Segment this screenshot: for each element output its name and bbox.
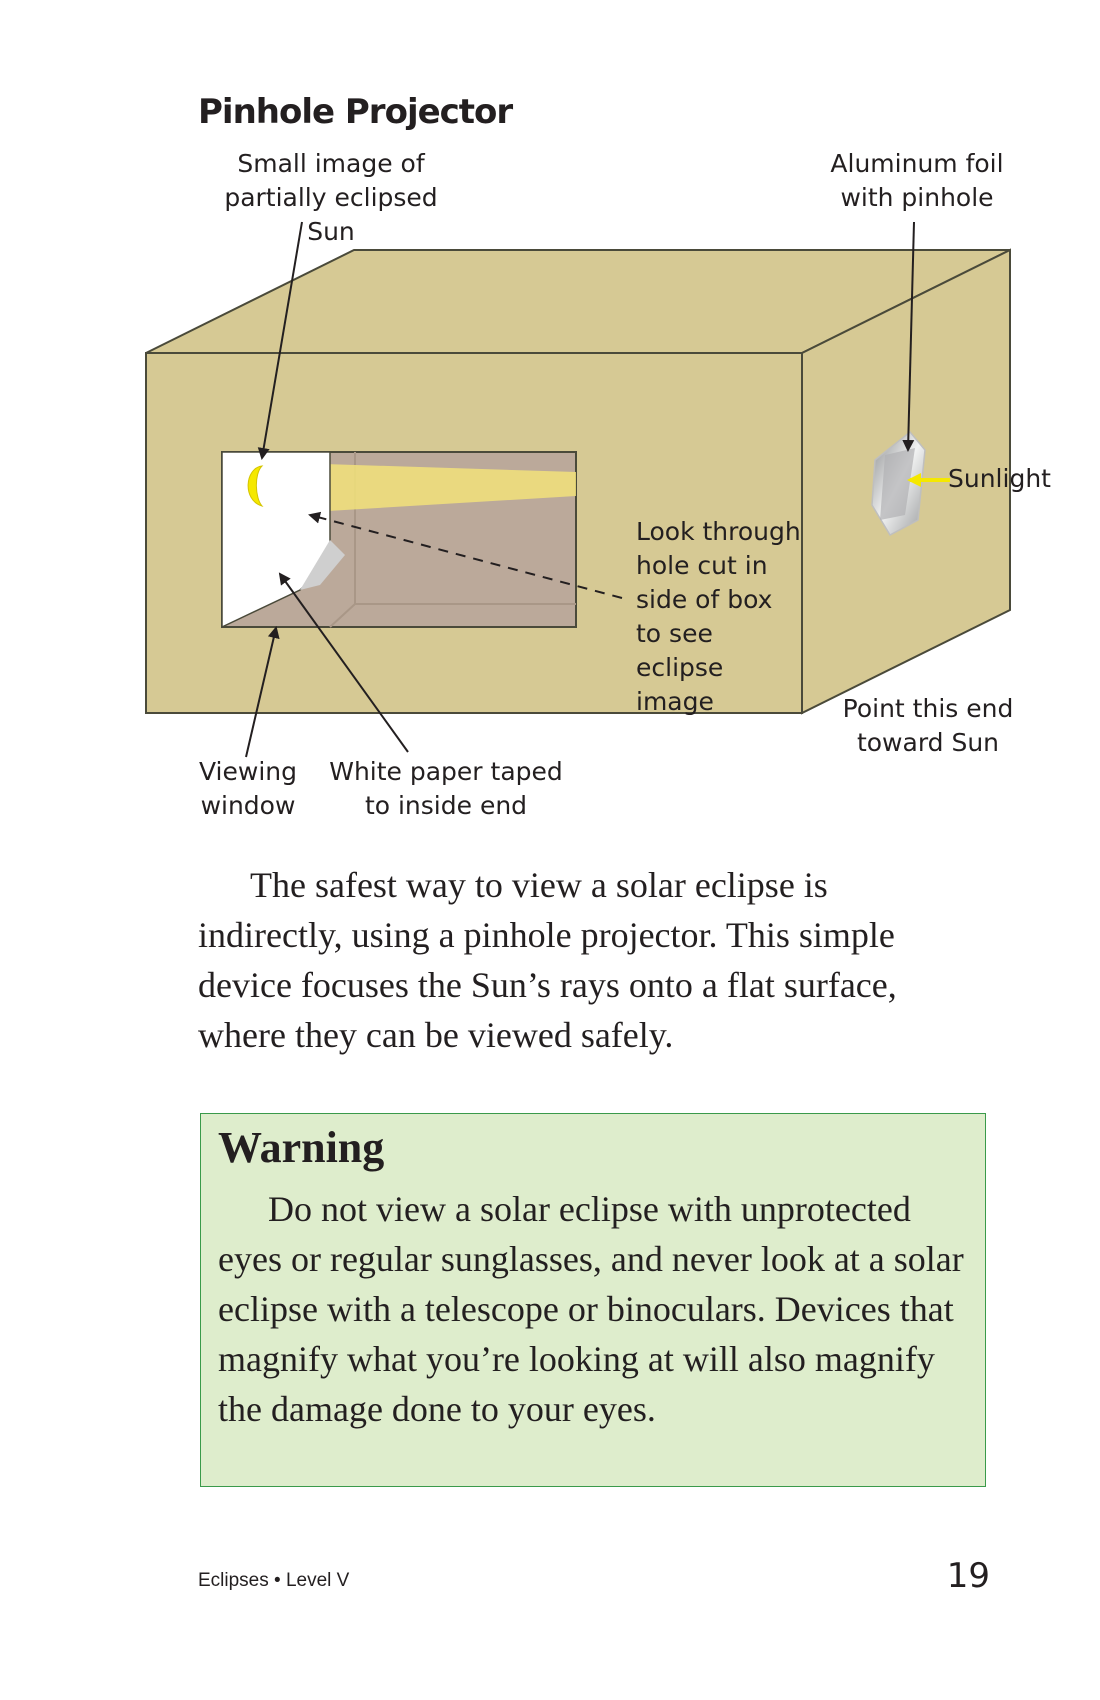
- label-aluminum-foil: Aluminum foil with pinhole: [830, 149, 1004, 212]
- label-look-through: Look through hole cut in side of box to …: [636, 517, 801, 716]
- warning-box: Warning Do not view a solar eclipse with…: [200, 1113, 986, 1487]
- warning-text: Do not view a solar eclipse with unprote…: [218, 1189, 964, 1429]
- label-sunlight: Sunlight: [948, 464, 1051, 493]
- diagram-title: Pinhole Projector: [198, 92, 513, 132]
- body-paragraph: The safest way to view a solar eclipse i…: [198, 865, 897, 1055]
- pinhole-projector-diagram: [145, 221, 1011, 758]
- light-beam: [262, 462, 576, 515]
- warning-title: Warning: [218, 1123, 385, 1172]
- eclipsed-sun-image: [247, 465, 264, 507]
- label-point-end: Point this end toward Sun: [842, 694, 1014, 757]
- page-number: 19: [946, 1556, 990, 1596]
- label-sun-image: Small image of partially eclipsed Sun: [224, 149, 438, 246]
- foil-leader: [902, 221, 915, 452]
- white-paper-leader: [278, 572, 409, 753]
- label-viewing-window: Viewing window: [199, 757, 297, 820]
- viewing-window-leader: [245, 626, 280, 758]
- label-white-paper: White paper taped to inside end: [329, 757, 563, 820]
- sun-image-leader: [257, 221, 303, 460]
- footer-book-title: Eclipses • Level V: [198, 1570, 350, 1591]
